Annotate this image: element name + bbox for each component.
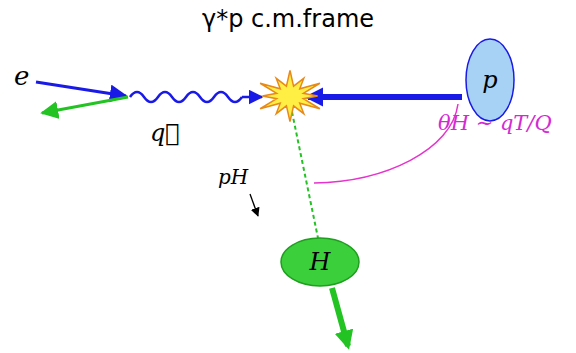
hadron-arrow <box>332 288 348 346</box>
node-outline <box>466 39 514 121</box>
collision-star <box>260 71 320 122</box>
angle-arc <box>314 104 458 183</box>
momentum-label: q⃗ <box>150 120 180 146</box>
hadron-line <box>292 112 318 238</box>
electron-line <box>42 97 128 113</box>
photon-arrow <box>242 96 262 99</box>
photon-wave <box>130 92 242 102</box>
proton-ellipse: p <box>465 38 515 122</box>
proton-arrow <box>308 94 462 100</box>
momentum-arrow <box>250 194 258 216</box>
particle-label: e <box>14 62 29 91</box>
momentum-label: pH <box>218 166 248 188</box>
node-label: p <box>482 66 497 94</box>
electron-line <box>36 82 126 96</box>
node-outline <box>281 238 359 286</box>
title: γ*p c.m.frame <box>0 6 576 32</box>
node-label: H <box>310 248 331 276</box>
collision-star <box>260 71 320 122</box>
hadron-ellipse: H <box>280 237 360 287</box>
